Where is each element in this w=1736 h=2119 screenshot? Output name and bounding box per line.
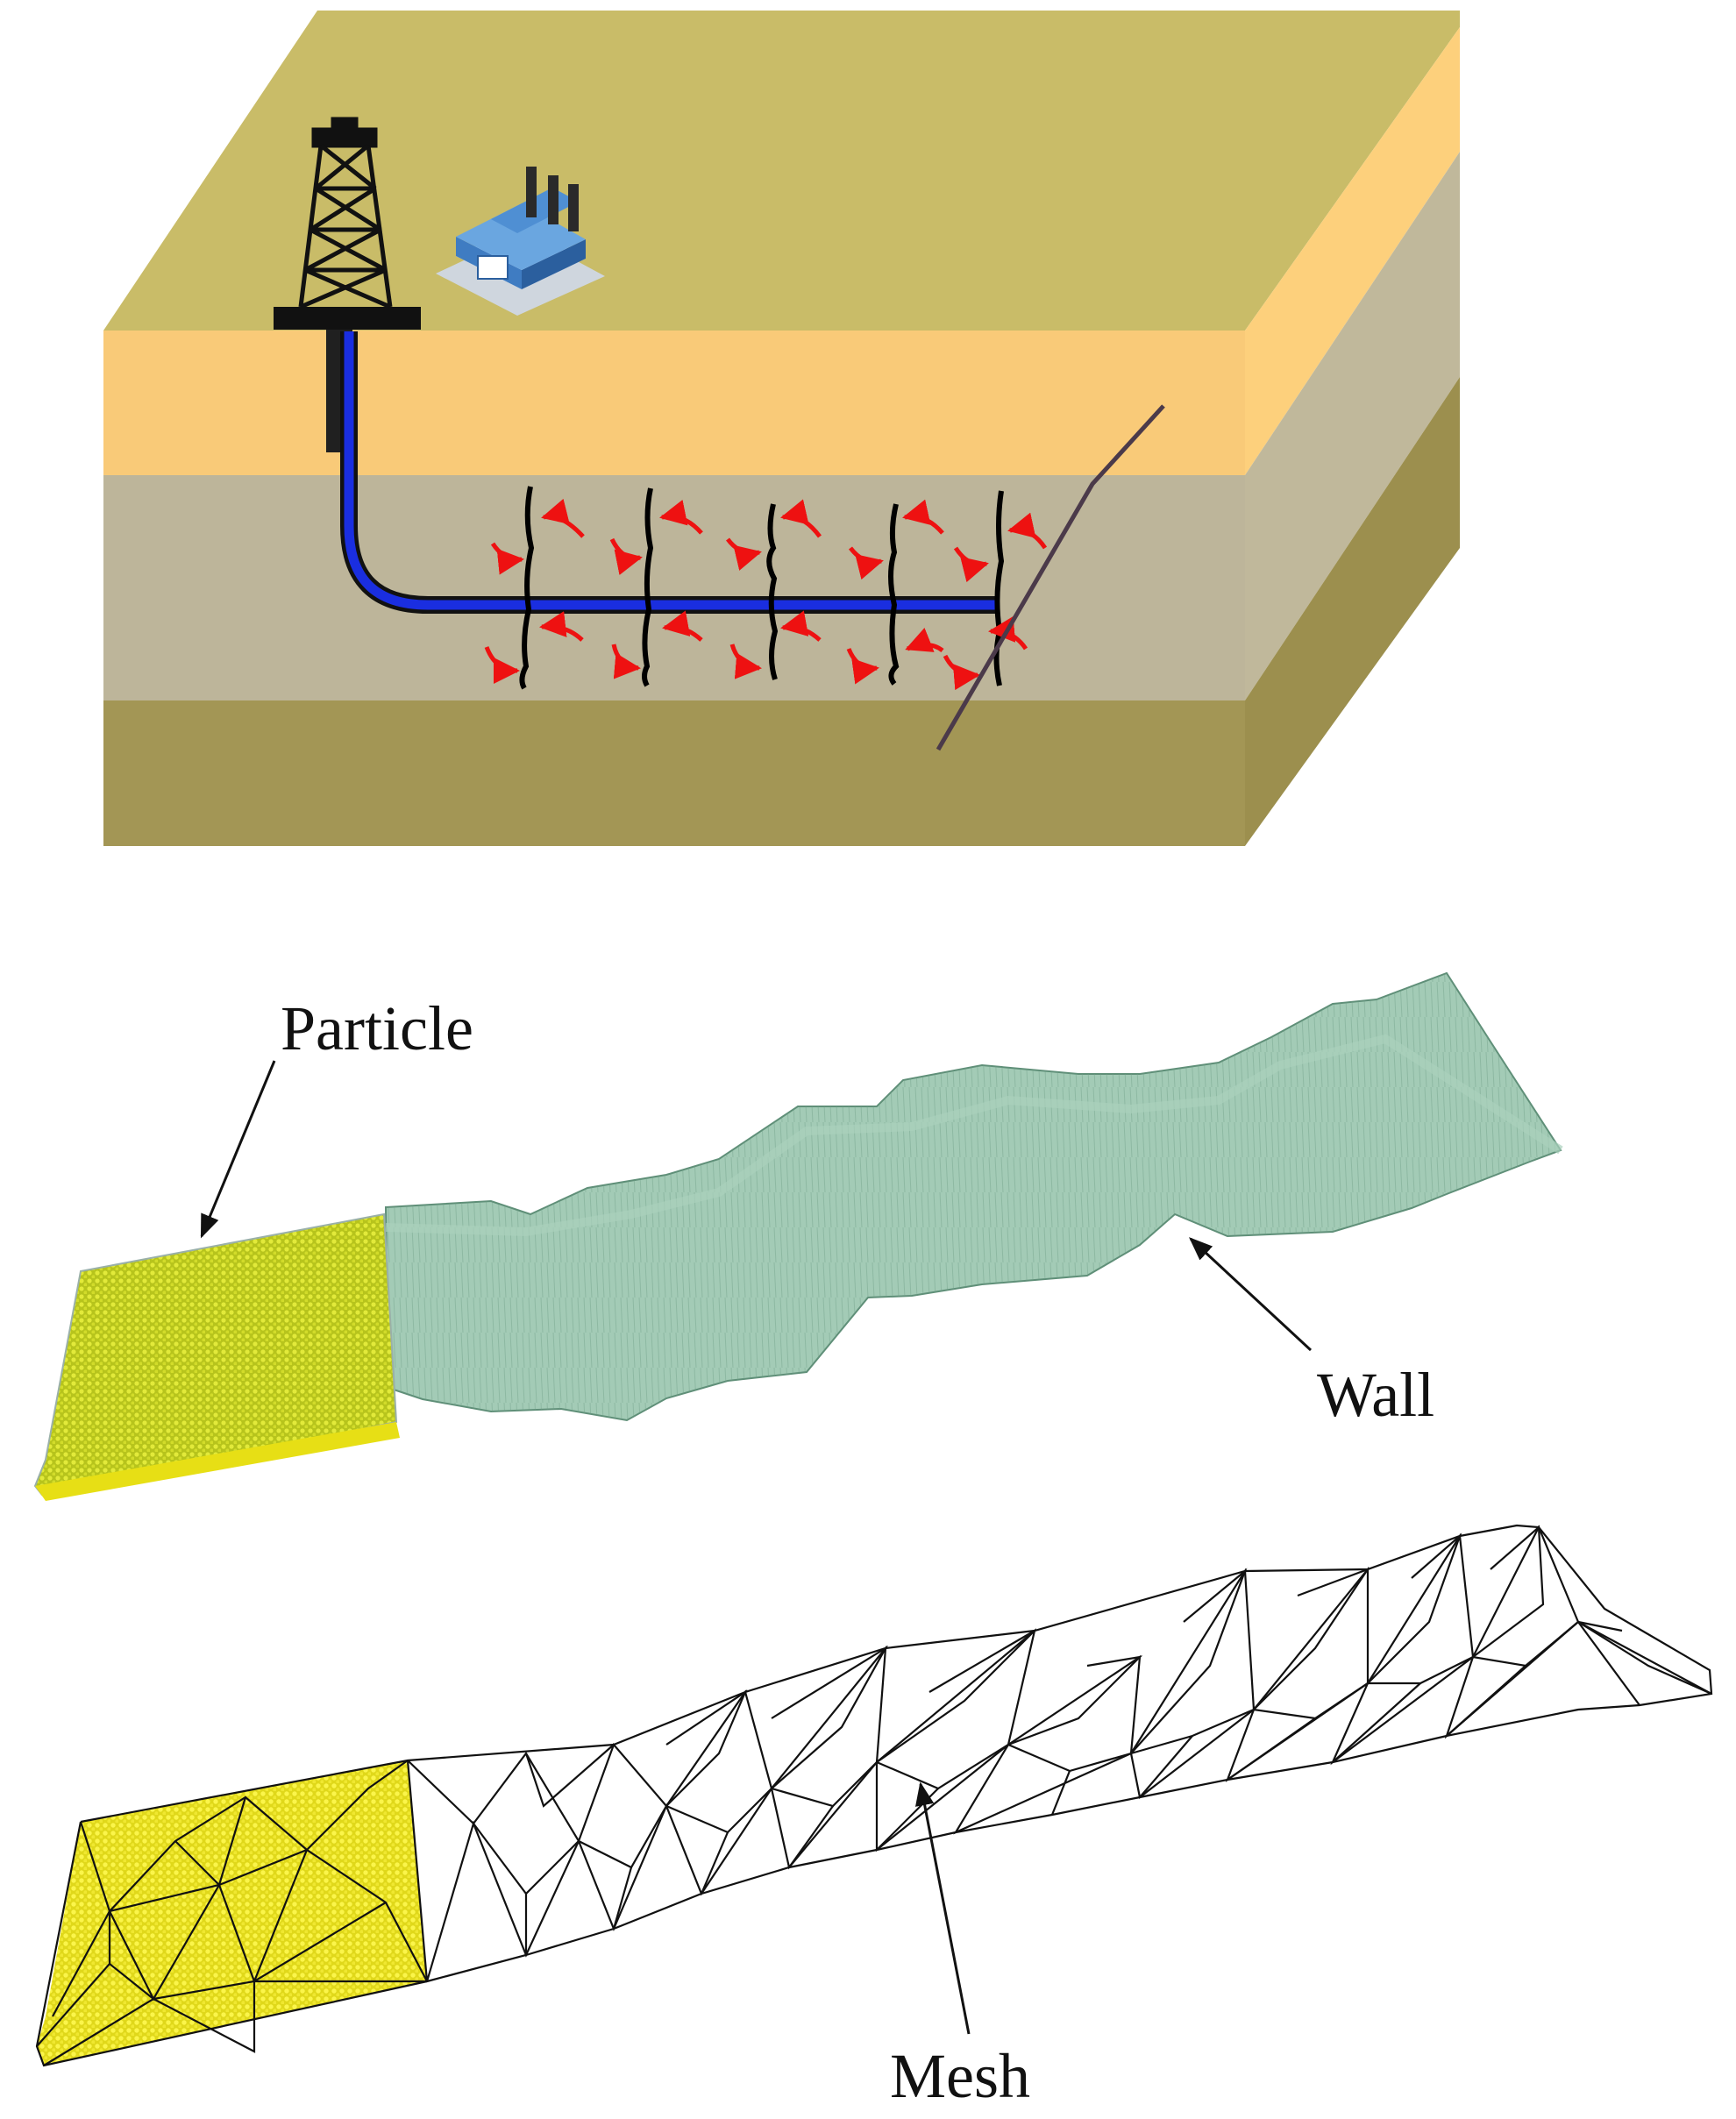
wall-arrow <box>1189 1237 1313 1352</box>
target-layer-side <box>1245 152 1460 700</box>
particle-arrow <box>200 1060 276 1239</box>
callouts: Particle Wall Mesh <box>200 993 1434 2111</box>
mesh-model <box>35 1524 1713 2067</box>
top-surface <box>103 11 1460 331</box>
upper-layer-front <box>103 331 1245 475</box>
flow-arrows <box>484 498 1048 691</box>
hydraulic-fractures <box>519 486 1005 690</box>
mesh-label: Mesh <box>890 2041 1030 2111</box>
wall-ridge <box>385 1034 1563 1237</box>
factory-icon <box>436 167 605 316</box>
particle-label: Particle <box>281 993 473 1063</box>
fracture-3 <box>766 503 779 680</box>
lower-layer-side <box>1245 377 1460 846</box>
wellbore <box>326 330 998 614</box>
wall-label: Wall <box>1317 1360 1434 1430</box>
fracture-1 <box>519 486 535 690</box>
mesh-particle-fill <box>37 1760 427 2066</box>
upper-layer-side <box>1245 27 1460 475</box>
lower-layer-front <box>103 700 1245 846</box>
fault-line <box>936 404 1165 751</box>
reservoir-block <box>103 11 1460 846</box>
fracture-5 <box>993 490 1005 686</box>
mesh-lines <box>35 1524 1713 2067</box>
fracture-2 <box>642 487 654 687</box>
oil-derrick-icon <box>274 117 421 330</box>
target-layer-front <box>103 475 1245 700</box>
fracture-4 <box>888 503 900 686</box>
dem-model <box>33 971 1563 1501</box>
particle-block <box>33 1212 398 1497</box>
mesh-arrow <box>915 1781 971 2035</box>
